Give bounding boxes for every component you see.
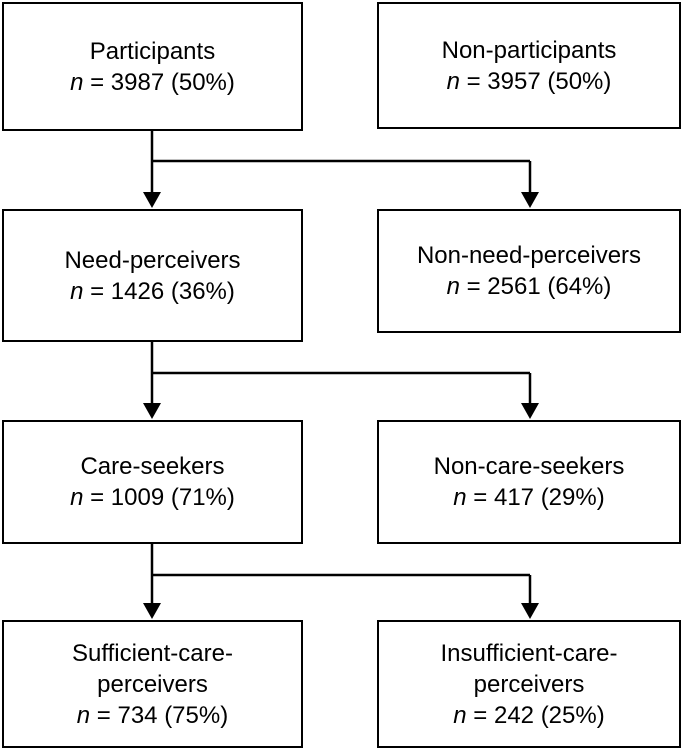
n-symbol: n — [453, 701, 467, 729]
arrowhead — [521, 192, 539, 208]
count-value: = 417 (29%) — [466, 484, 605, 511]
count-value: = 3987 (50%) — [83, 68, 235, 96]
count-value: = 3957 (50%) — [459, 67, 612, 95]
box-count: n = 3987 (50%) — [70, 67, 235, 98]
box-count: n = 417 (29%) — [453, 482, 604, 513]
box-title: Care-seekers — [80, 453, 225, 480]
box-title-continued: perceivers — [97, 670, 208, 698]
non-participants-box: Non-participants n = 3957 (50%) — [377, 2, 681, 129]
count-value: = 242 (25%) — [466, 701, 605, 729]
arrowhead — [143, 403, 161, 419]
box-count: n = 2561 (64%) — [447, 271, 612, 302]
non-need-perceivers-box: Non-need-perceivers n = 2561 (64%) — [377, 209, 681, 333]
arrowhead — [143, 192, 161, 208]
n-symbol: n — [70, 484, 84, 511]
count-value: = 1426 (36%) — [83, 277, 235, 305]
n-symbol: n — [70, 68, 84, 96]
count-value: = 734 (75%) — [90, 701, 229, 729]
participants-box: Participants n = 3987 (50%) — [2, 2, 303, 131]
n-symbol: n — [453, 484, 467, 511]
n-symbol: n — [76, 701, 91, 729]
box-count: n = 1009 (71%) — [70, 482, 235, 513]
box-count: n = 734 (75%) — [77, 700, 228, 731]
box-count: n = 242 (25%) — [453, 700, 604, 731]
arrowhead — [143, 603, 161, 619]
box-title: Sufficient-care- — [72, 639, 233, 667]
box-title: Non-participants — [441, 36, 617, 64]
box-title: Participants — [89, 37, 216, 65]
box-title: Insufficient-care- — [440, 639, 618, 667]
box-title: Non-care-seekers — [433, 453, 625, 480]
box-title: Need-perceivers — [64, 246, 241, 274]
n-symbol: n — [70, 277, 84, 305]
box-count: n = 1426 (36%) — [70, 276, 235, 307]
box-count: n = 3957 (50%) — [447, 66, 612, 97]
n-symbol: n — [446, 273, 460, 300]
sufficient-care-perceivers-box: Sufficient-care- perceivers n = 734 (75%… — [2, 620, 303, 748]
box-title-continued: perceivers — [473, 670, 585, 698]
non-care-seekers-box: Non-care-seekers n = 417 (29%) — [377, 420, 681, 544]
arrowhead — [521, 603, 539, 619]
count-value: = 2561 (64%) — [459, 273, 612, 300]
box-title: Non-need-perceivers — [416, 242, 642, 269]
count-value: = 1009 (71%) — [83, 484, 235, 511]
arrowhead — [521, 403, 539, 419]
insufficient-care-perceivers-box: Insufficient-care- perceivers n = 242 (2… — [377, 620, 681, 748]
need-perceivers-box: Need-perceivers n = 1426 (36%) — [2, 209, 303, 342]
care-seekers-box: Care-seekers n = 1009 (71%) — [2, 420, 303, 544]
n-symbol: n — [446, 67, 460, 95]
